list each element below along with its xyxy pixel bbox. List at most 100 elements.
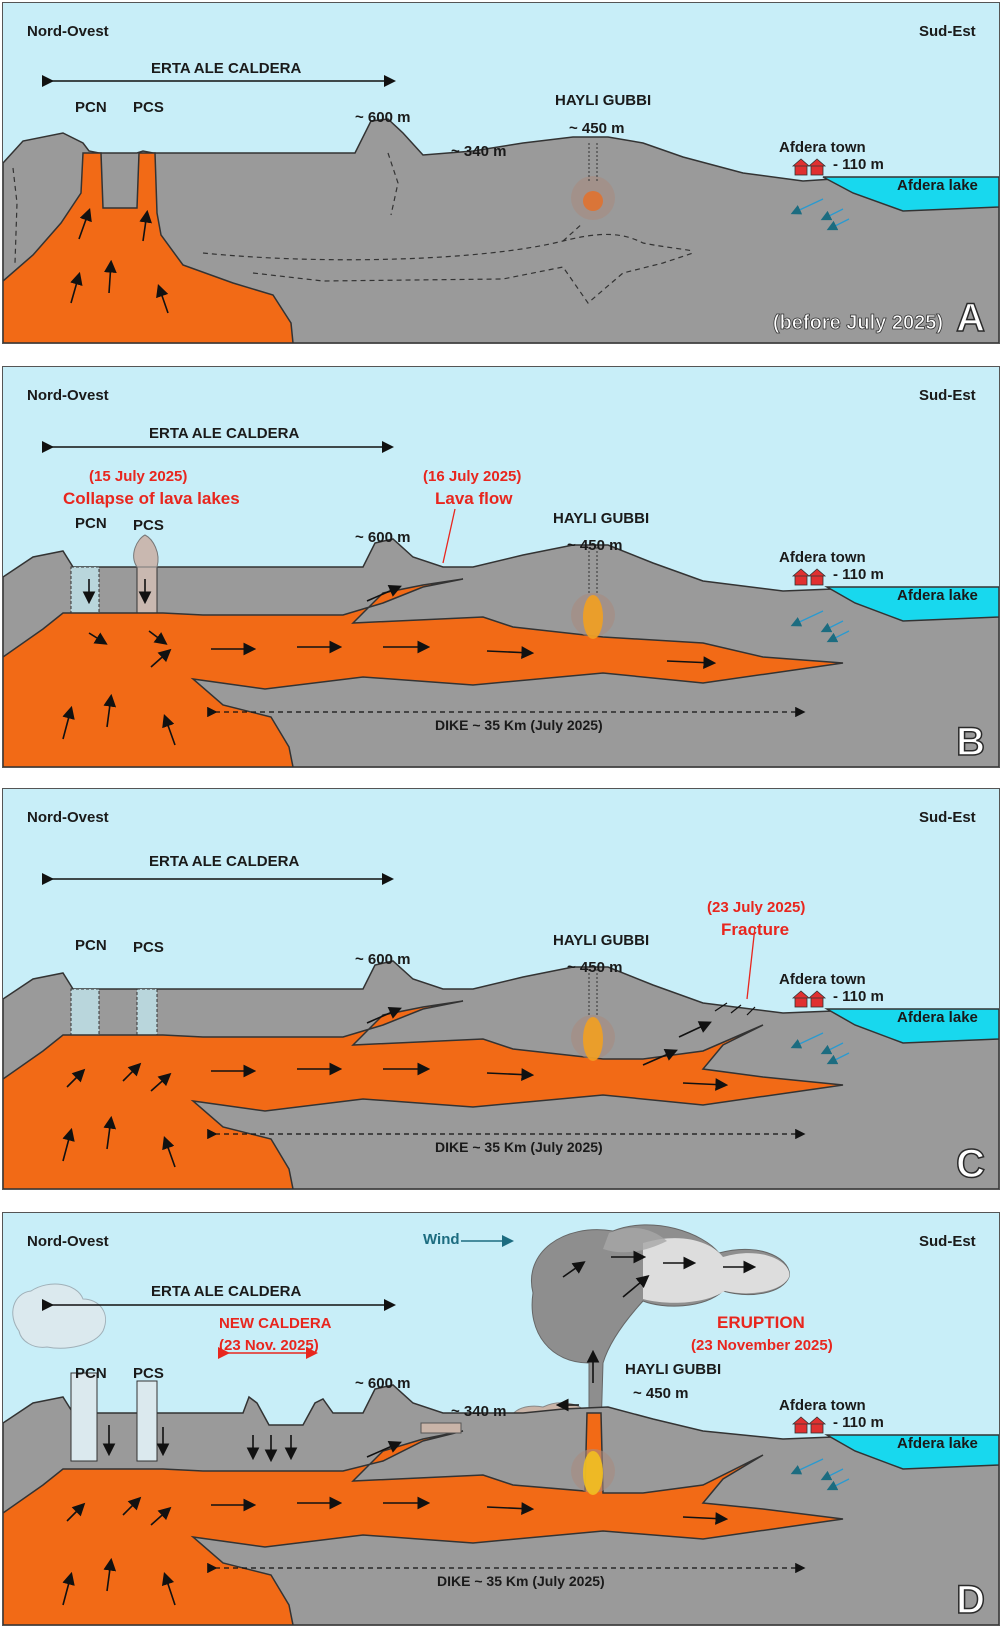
pcn-collapsed-conduit (70, 566, 100, 616)
caldera-label: ERTA ALE CALDERA (151, 60, 302, 77)
houses (791, 568, 827, 586)
panel-letter: B (955, 719, 985, 765)
eruption-date: (23 November 2025) (691, 1337, 833, 1354)
old-lava-flow (420, 1422, 462, 1434)
panel-letter: A (955, 295, 985, 341)
nord-ovest-label: Nord-Ovest (27, 23, 109, 40)
sud-est-label: Sud-Est (919, 809, 976, 826)
pcs-collapsed-conduit (136, 988, 158, 1038)
event1-date: (15 July 2025) (89, 468, 188, 485)
elev-600-label: ~ 600 m (355, 951, 411, 968)
pcs-ash-plume (133, 534, 159, 568)
elev-340-label: ~ 340 m (451, 1403, 507, 1420)
hayli-gubbi-vent (571, 969, 615, 1061)
event-date: (23 July 2025) (707, 899, 806, 916)
fracture-pointer (746, 926, 756, 1000)
pcn-label: PCN (75, 515, 107, 532)
magma-and-dike (3, 578, 844, 767)
panel-c: Nord-Ovest Sud-Est ERTA ALE CALDERA (23 … (2, 788, 1000, 1190)
nord-ovest-label: Nord-Ovest (27, 1233, 109, 1250)
afdera-town-label: Afdera town (779, 549, 866, 566)
houses (791, 990, 827, 1008)
before-july-note: (before July 2025) (772, 312, 944, 335)
elev-340-label: ~ 340 m (451, 143, 507, 160)
panel-c-drawing (3, 789, 999, 1189)
event2-date: (16 July 2025) (423, 468, 522, 485)
new-caldera-label: NEW CALDERA (219, 1315, 332, 1332)
caldera-label: ERTA ALE CALDERA (149, 853, 300, 870)
pcs-label: PCS (133, 517, 164, 534)
sud-est-label: Sud-Est (919, 1233, 976, 1250)
afdera-lake (822, 176, 999, 212)
panel-letter: C (955, 1141, 985, 1187)
dike-label: DIKE ~ 35 Km (July 2025) (437, 1573, 605, 1589)
elev-110-label: - 110 m (833, 566, 884, 583)
lava-flow-pointer (442, 508, 456, 564)
event-text: Fracture (721, 920, 790, 939)
panel-letter: D (955, 1577, 985, 1623)
water-infiltration-arrows (790, 610, 850, 643)
hayli-gubbi-label: HAYLI GUBBI (555, 92, 652, 109)
pcn-steam-column (70, 1372, 98, 1462)
pcs-collapsed-conduit (136, 566, 158, 616)
hayli-gubbi-vent (571, 547, 615, 639)
afdera-town-label: Afdera town (779, 1397, 866, 1414)
elev-450-label: ~ 450 m (567, 537, 623, 554)
water-infiltration-arrows (790, 198, 850, 231)
hayli-gubbi-label: HAYLI GUBBI (625, 1361, 722, 1378)
pcn-label: PCN (75, 1365, 107, 1382)
elev-110-label: - 110 m (833, 1414, 884, 1431)
water-infiltration-arrows (790, 1032, 850, 1065)
pcs-label: PCS (133, 1365, 164, 1382)
eruption-label: ERUPTION (717, 1313, 805, 1332)
ground (3, 118, 999, 343)
caldera-label: ERTA ALE CALDERA (151, 1283, 302, 1300)
hayli-gubbi-label: HAYLI GUBBI (553, 932, 650, 949)
hayli-gubbi-vent (571, 1449, 615, 1495)
sud-est-label: Sud-Est (919, 387, 976, 404)
pcs-steam-column (136, 1380, 158, 1462)
new-caldera-date: (23 Nov. 2025) (219, 1337, 319, 1354)
pcs-label: PCS (133, 99, 164, 116)
fracture-cracks (714, 1002, 756, 1016)
magma-chamber (3, 152, 294, 343)
water-infiltration-arrows (790, 1458, 850, 1491)
elev-600-label: ~ 600 m (355, 109, 411, 126)
afdera-lake-label: Afdera lake (897, 587, 978, 604)
eruption-plume (531, 1224, 790, 1432)
panel-b-drawing (3, 367, 999, 767)
elev-450-label: ~ 450 m (567, 959, 623, 976)
elev-600-label: ~ 600 m (355, 1375, 411, 1392)
event1-text: Collapse of lava lakes (63, 489, 240, 508)
afdera-town-label: Afdera town (779, 139, 866, 156)
panel-b: Nord-Ovest Sud-Est ERTA ALE CALDERA (15 … (2, 366, 1000, 768)
elev-110-label: - 110 m (833, 988, 884, 1005)
magma-arrows (62, 1006, 729, 1168)
panel-d-drawing (3, 1213, 999, 1625)
afdera-town-label: Afdera town (779, 971, 866, 988)
dike-label: DIKE ~ 35 Km (July 2025) (435, 717, 603, 733)
nord-ovest-label: Nord-Ovest (27, 809, 109, 826)
hayli-gubbi-vent (571, 143, 615, 220)
dike-label: DIKE ~ 35 Km (July 2025) (435, 1139, 603, 1155)
wind-label: Wind (423, 1231, 460, 1248)
elev-110-label: - 110 m (833, 156, 884, 173)
caldera-label: ERTA ALE CALDERA (149, 425, 300, 442)
houses (791, 158, 827, 176)
afdera-lake (824, 586, 999, 622)
magma-arrows (62, 579, 717, 746)
panel-a-drawing (3, 3, 999, 343)
elev-450-label: ~ 450 m (569, 120, 625, 137)
afdera-lake-label: Afdera lake (897, 177, 978, 194)
elev-450-label: ~ 450 m (633, 1385, 689, 1402)
pcn-label: PCN (75, 937, 107, 954)
pcn-collapsed-conduit (70, 988, 100, 1038)
hayli-gubbi-label: HAYLI GUBBI (553, 510, 650, 527)
sud-est-label: Sud-Est (919, 23, 976, 40)
afdera-lake-label: Afdera lake (897, 1009, 978, 1026)
houses (791, 1416, 827, 1434)
afdera-lake (824, 1008, 999, 1044)
magma-arrows (70, 207, 169, 314)
panel-a: Nord-Ovest Sud-Est ERTA ALE CALDERA PCN … (2, 2, 1000, 344)
magma-arrows (62, 1250, 757, 1606)
